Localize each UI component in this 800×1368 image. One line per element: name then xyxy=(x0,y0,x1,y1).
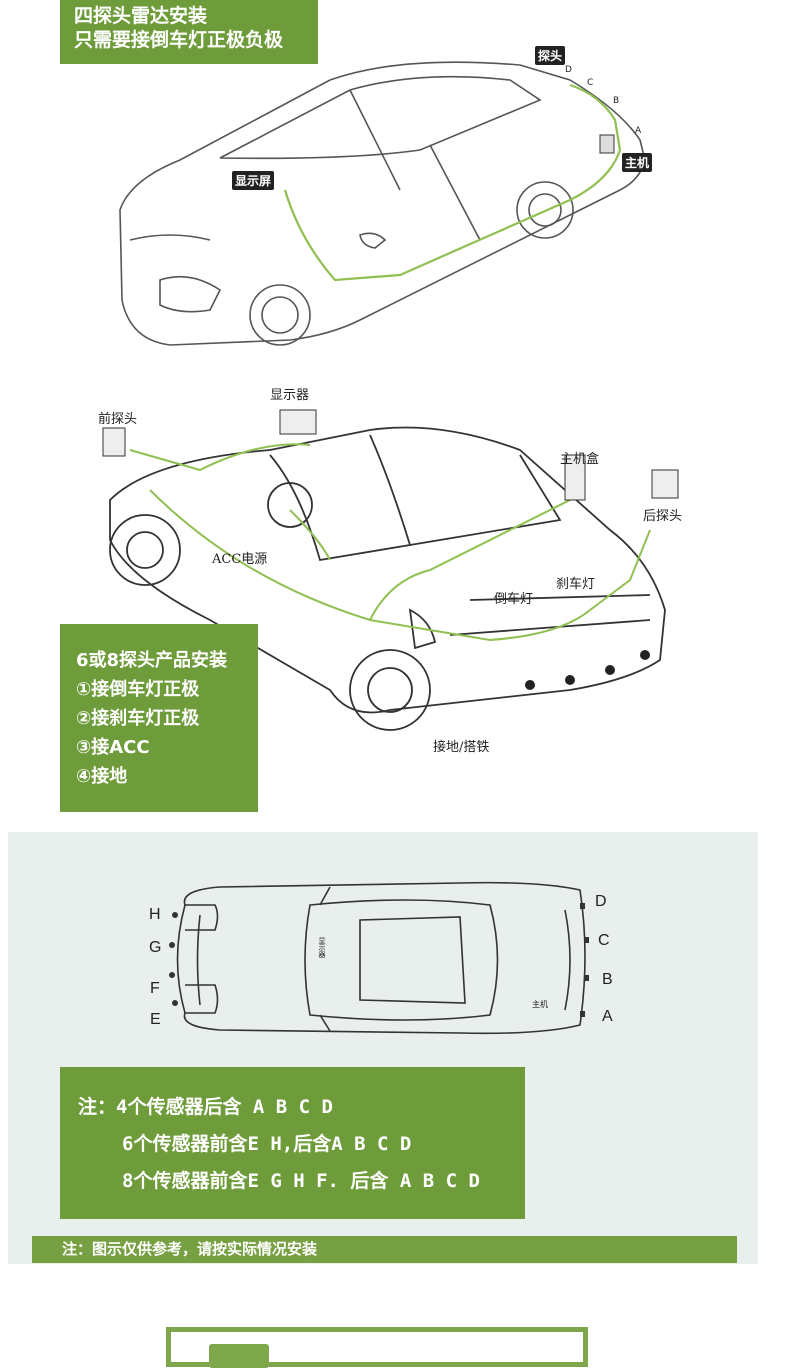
install-step-2: ②接刹车灯正极 xyxy=(76,708,200,729)
install-box-title: 6或8探头产品安装 xyxy=(76,650,228,671)
point-label-c: C xyxy=(587,78,593,88)
sensor-label-c: C xyxy=(598,932,610,949)
title-line-1: 四探头雷达安装 xyxy=(74,5,208,27)
label-acc-power: ACC电源 xyxy=(212,552,268,567)
label-brake-light: 刹车灯 xyxy=(556,577,596,592)
point-label-a: A xyxy=(635,126,642,136)
top-view-display-label: 显示器 xyxy=(318,937,326,959)
note-line-1: 注：4个传感器后含 A B C D xyxy=(78,1096,333,1118)
sensor-label-f: F xyxy=(150,980,160,997)
disclaimer-bar: 注：图示仅供参考，请按实际情况安装 xyxy=(32,1236,737,1263)
point-label-d: D xyxy=(565,65,572,75)
title-line-2: 只需要接倒车灯正极负极 xyxy=(74,29,284,51)
label-probe: 探头 xyxy=(535,46,566,65)
label-rear-probe: 后探头 xyxy=(643,509,683,524)
install-step-4: ④接地 xyxy=(76,766,128,787)
note-line-3: 8个传感器前含E G H F. 后含 A B C D xyxy=(122,1170,480,1192)
sensor-label-g: G xyxy=(149,939,162,956)
label-front-probe: 前探头 xyxy=(98,412,138,427)
front-probe-icon xyxy=(102,427,126,457)
title-box-4-probe: 四探头雷达安装 只需要接倒车灯正极负极 xyxy=(60,0,318,64)
sedan-side-diagram: D C B A xyxy=(119,61,646,346)
sensor-note-box: 注：4个传感器后含 A B C D 6个传感器前含E H,后含A B C D 8… xyxy=(60,1067,525,1219)
install-step-1: ①接倒车灯正极 xyxy=(76,679,200,700)
point-label-b: B xyxy=(613,96,619,106)
sensor-label-h: H xyxy=(149,906,161,923)
sensor-label-a: A xyxy=(602,1008,613,1025)
bottom-box-badge xyxy=(209,1344,269,1368)
label-display-screen: 显示屏 xyxy=(232,171,275,190)
label-display-monitor: 显示器 xyxy=(270,388,310,403)
label-ground: 接地/搭铁 xyxy=(433,740,490,755)
host-box-icon xyxy=(564,454,586,501)
sedan-rear-diagram xyxy=(102,409,679,731)
car-top-view-diagram: 主机 显示器 xyxy=(169,881,589,1035)
host-unit-icon xyxy=(599,134,615,154)
top-view-host-label: 主机 xyxy=(532,999,548,1009)
rear-probe-icon xyxy=(651,469,679,499)
label-host-box: 主机盒 xyxy=(560,452,600,467)
label-reverse-light: 倒车灯 xyxy=(494,592,534,607)
sensor-label-e: E xyxy=(150,1011,161,1028)
note-line-2: 6个传感器前含E H,后含A B C D xyxy=(122,1133,412,1155)
bottom-cut-off-box xyxy=(166,1327,588,1368)
install-step-3: ③接ACC xyxy=(76,737,150,758)
sensor-label-d: D xyxy=(595,893,607,910)
display-monitor-icon xyxy=(279,409,317,435)
sensor-label-b: B xyxy=(602,971,613,988)
install-instructions-box: 6或8探头产品安装 ①接倒车灯正极 ②接刹车灯正极 ③接ACC ④接地 xyxy=(60,624,258,812)
label-host: 主机 xyxy=(622,153,653,172)
